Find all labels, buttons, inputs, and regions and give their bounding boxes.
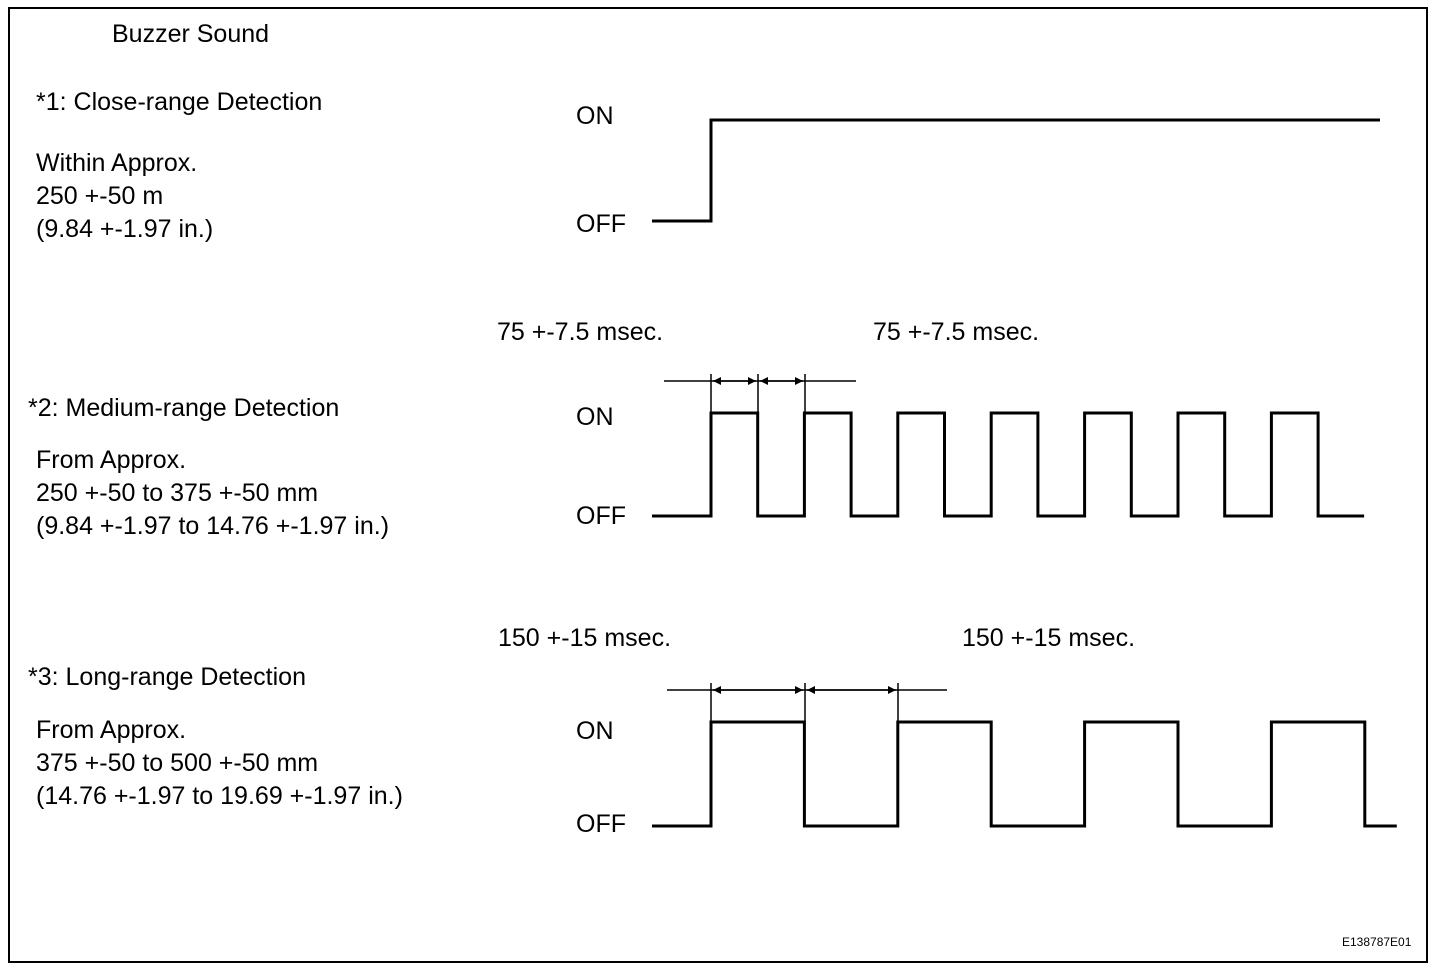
section-2-desc-line-2: 250 +-50 to 375 +-50 mm	[36, 479, 319, 507]
section-3-on-label: ON	[576, 717, 614, 745]
section-2-heading: *2: Medium-range Detection	[28, 394, 340, 422]
section-1-heading: *1: Close-range Detection	[36, 88, 323, 116]
section-2-off-time-label: 75 +-7.5 msec.	[873, 318, 1040, 346]
section-1-on-label: ON	[576, 102, 614, 130]
section-2-timing-dimension	[664, 374, 856, 412]
section-1-desc-line-1: Within Approx.	[36, 149, 198, 177]
section-3-desc-line-1: From Approx.	[36, 716, 187, 744]
section-1-waveform	[652, 118, 1380, 223]
section-1-desc-line-3: (9.84 +-1.97 in.)	[36, 215, 214, 243]
section-3-off-time-label: 150 +-15 msec.	[962, 624, 1136, 652]
section-2-on-time-label: 75 +-7.5 msec.	[497, 318, 664, 346]
section-3-heading: *3: Long-range Detection	[28, 663, 306, 691]
section-3-desc-line-3: (14.76 +-1.97 to 19.69 +-1.97 in.)	[36, 782, 403, 810]
section-1-off-label: OFF	[576, 210, 626, 238]
section-2-waveform	[652, 411, 1365, 518]
section-1-desc-line-2: 250 +-50 m	[36, 182, 164, 210]
section-3-off-label: OFF	[576, 810, 626, 838]
section-3-on-time-label: 150 +-15 msec.	[498, 624, 672, 652]
diagram-frame	[8, 7, 1428, 963]
diagram-title: Buzzer Sound	[112, 20, 270, 48]
section-2-on-label: ON	[576, 403, 614, 431]
section-3-desc-line-2: 375 +-50 to 500 +-50 mm	[36, 749, 319, 777]
section-2-off-label: OFF	[576, 502, 626, 530]
drawing-code: E138787E01	[1342, 935, 1412, 949]
section-3-timing-dimension	[667, 683, 947, 722]
section-3-waveform	[652, 720, 1397, 828]
section-2-desc-line-3: (9.84 +-1.97 to 14.76 +-1.97 in.)	[36, 512, 390, 540]
section-2-desc-line-1: From Approx.	[36, 446, 187, 474]
